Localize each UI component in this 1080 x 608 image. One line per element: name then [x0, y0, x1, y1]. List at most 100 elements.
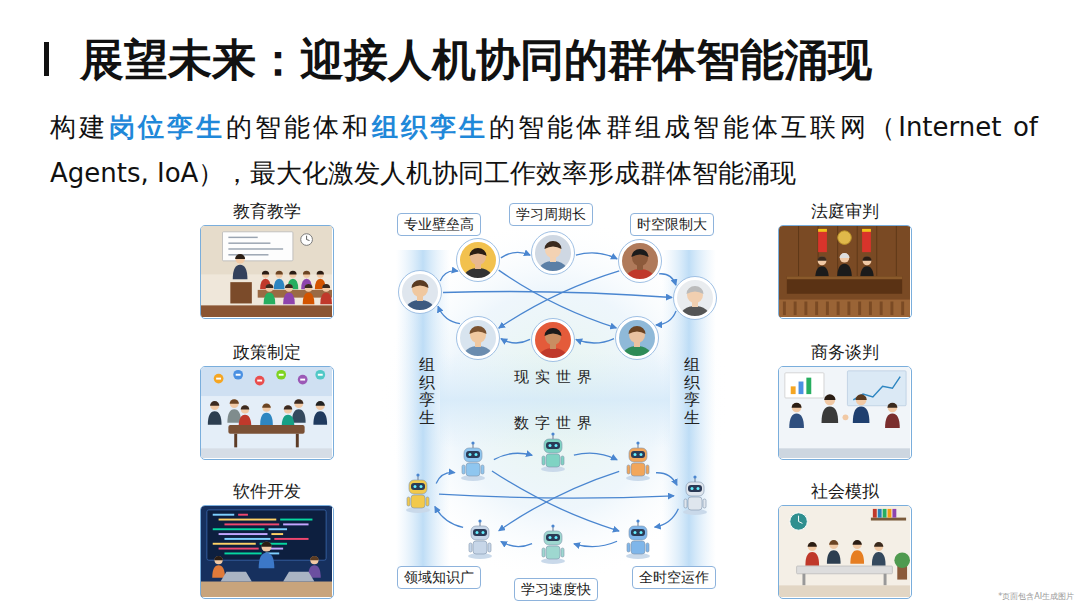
scene-shape [228, 254, 268, 255]
scene-shape [779, 506, 910, 597]
person-figure [822, 394, 839, 423]
person-body [320, 293, 332, 305]
robot-antenna-tip [471, 441, 474, 444]
person-hair [214, 556, 223, 560]
scene-shape [219, 533, 268, 535]
illustration-part [459, 319, 497, 368]
person-body [789, 413, 804, 428]
flow-arrow [656, 473, 677, 486]
robot-antenna [637, 444, 638, 448]
person-figure [872, 542, 886, 566]
person-head [276, 271, 283, 278]
robot-arm [684, 499, 687, 508]
robot-eye [555, 444, 558, 447]
person-head [840, 253, 849, 262]
person-head [317, 271, 324, 278]
wood-panel [857, 226, 858, 276]
person-head [241, 406, 249, 414]
person-head [818, 257, 827, 266]
robot-arm [426, 497, 429, 506]
scene-shape [818, 229, 827, 252]
person-avatar [674, 277, 717, 329]
avatar-outline [676, 279, 714, 317]
robot-agent [626, 519, 650, 559]
person-head [235, 254, 244, 263]
person-figure [885, 403, 900, 428]
flow-arrow [438, 306, 460, 323]
feature-tag: 时空限制大 [630, 213, 714, 236]
scene-shape [779, 448, 910, 458]
person-hair [230, 399, 239, 404]
scenario-card: 商务谈判 [778, 340, 912, 460]
robot-visor [631, 451, 645, 458]
scene-shape [806, 378, 811, 394]
scene-shape [779, 585, 910, 597]
world-label: 数字世界 [514, 414, 598, 433]
scene-shape [280, 519, 312, 521]
person-hair [829, 540, 838, 545]
flow-arrow [492, 471, 619, 531]
person-head [294, 399, 303, 408]
avatar-face [629, 327, 645, 343]
scene-shape [892, 509, 896, 518]
robot-arm [542, 548, 545, 557]
avatar-face [470, 249, 486, 265]
chart-line [853, 377, 900, 400]
person-head [863, 257, 872, 266]
scene-shape [219, 519, 277, 521]
scene-shape [818, 229, 827, 232]
robot-antenna-tip [551, 524, 554, 527]
robot-visor [688, 485, 702, 492]
person-head [230, 399, 239, 408]
robot-eye [691, 487, 694, 490]
robot-eye [640, 453, 643, 456]
robot-body [631, 463, 645, 476]
flow-arrow [494, 453, 532, 459]
illustration-part [459, 241, 497, 290]
person-hair [322, 284, 330, 288]
robot-arm [561, 456, 564, 465]
scenario-heading: 教育教学 [200, 199, 334, 223]
scene-shape [236, 374, 241, 376]
person-body [274, 279, 285, 290]
robot-agent [541, 524, 565, 564]
person-head [808, 542, 817, 551]
person-head [289, 271, 296, 278]
person-figure [853, 394, 870, 423]
scene-shape [897, 566, 907, 580]
scene-shape [224, 523, 279, 525]
scenario-heading: 政策制定 [200, 340, 334, 364]
robot-head [471, 526, 489, 540]
robot-antenna [472, 444, 473, 448]
avatar-hair [470, 248, 487, 256]
person-hair [874, 542, 883, 547]
avatar-face [545, 242, 561, 258]
robot-body [688, 497, 702, 510]
person-hair [210, 401, 219, 406]
person-figure [815, 256, 829, 280]
scene-shape [296, 434, 299, 448]
robot-arm [469, 543, 472, 552]
scene-shape [779, 300, 910, 317]
robot-arm [488, 543, 491, 552]
scene-shape [223, 232, 293, 261]
scenario-illustration [201, 226, 332, 317]
network-illustration [399, 232, 717, 565]
person-body [313, 411, 327, 425]
scenario-illustration [779, 506, 910, 597]
robot-body [411, 495, 425, 508]
scene-shape [815, 302, 818, 316]
robot-antenna-tip [416, 473, 419, 476]
person-head [322, 284, 330, 291]
robot-eye [555, 536, 558, 539]
robot-antenna-tip [478, 519, 481, 522]
robot-agent [468, 519, 492, 559]
person-figure [837, 253, 852, 278]
scenario-frame [200, 366, 334, 460]
scene-shape [257, 380, 262, 382]
person-avatar [399, 271, 442, 323]
scenario-card: 法庭审判 [778, 199, 912, 319]
person-hair [303, 271, 310, 275]
person-body [259, 553, 275, 568]
